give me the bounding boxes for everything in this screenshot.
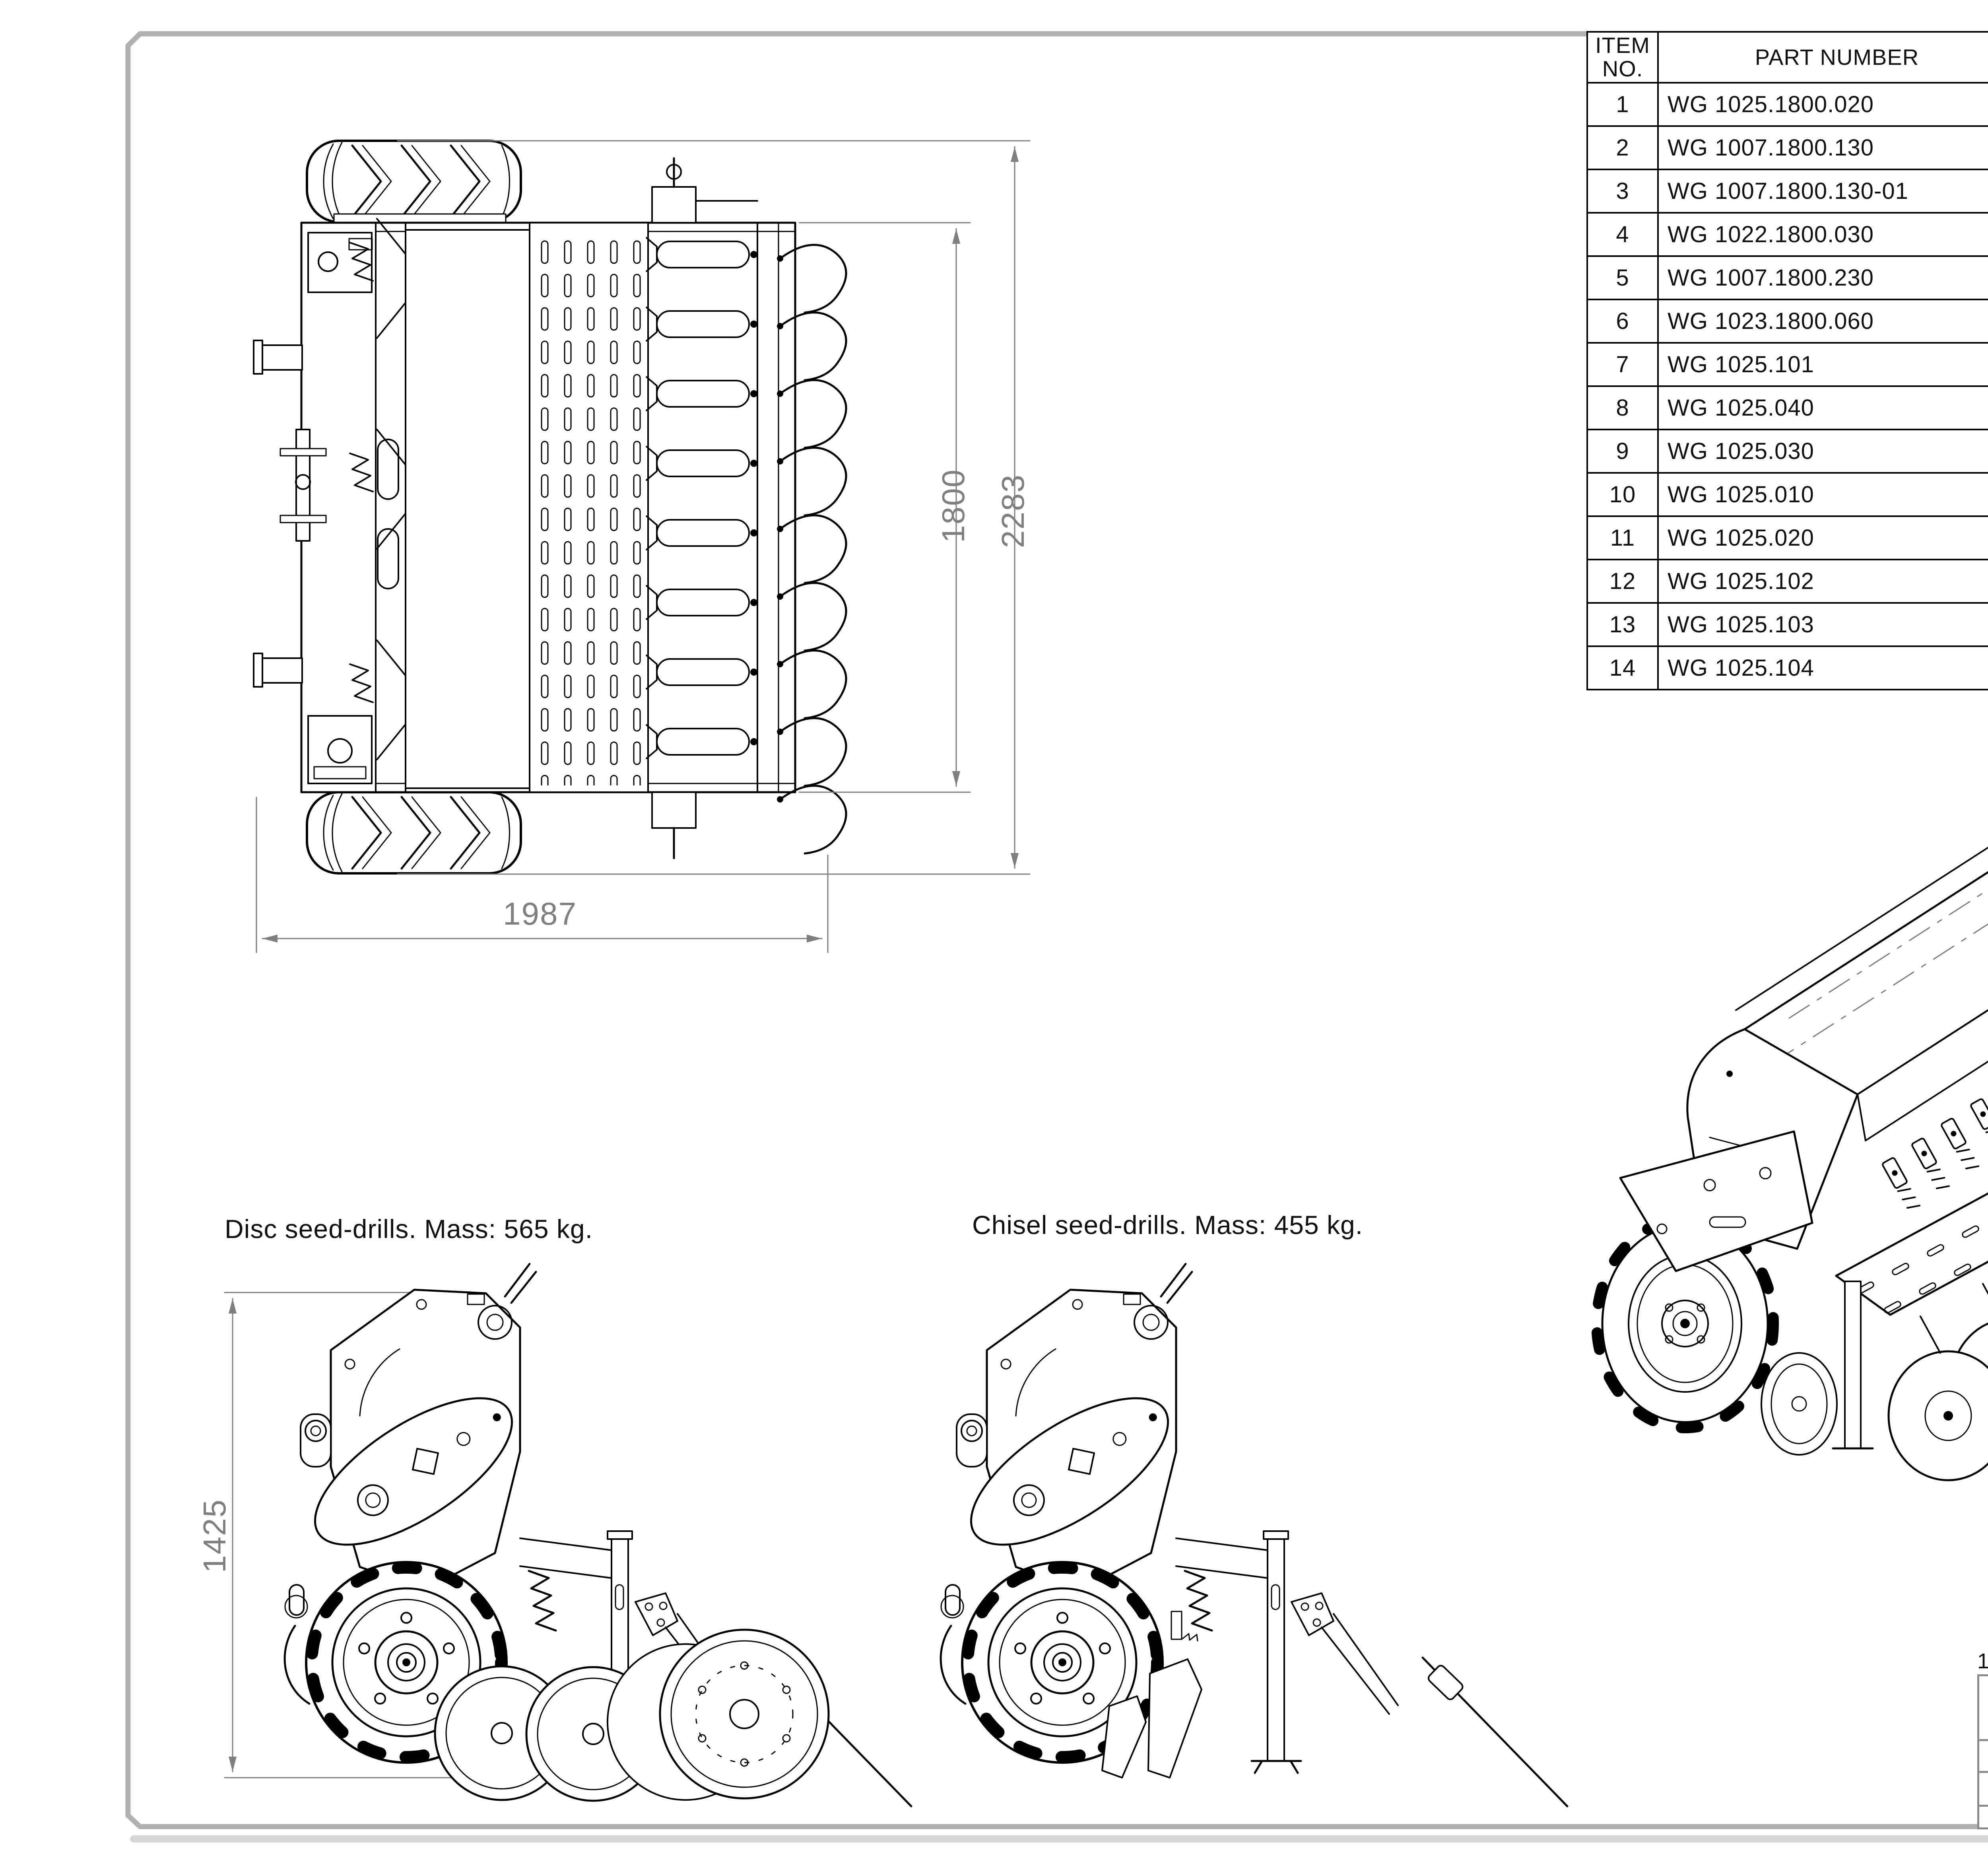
top-view-drawing xyxy=(253,141,846,873)
cell-part: WG 1025.010 xyxy=(1657,472,1988,517)
cell-part: WG 1023.1800.060 xyxy=(1657,299,1988,344)
disc-view-label: Disc seed-drills. Mass: 565 kg. xyxy=(225,1214,593,1244)
table-row: 6WG 1023.1800.060Board1 xyxy=(1586,299,1988,344)
cell-item: 14 xyxy=(1586,645,1659,690)
cell-item: 1 xyxy=(1586,82,1659,127)
cell-part: WG 1007.1800.130 xyxy=(1657,125,1988,170)
cell-part: WG 1025.103 xyxy=(1657,602,1988,647)
cell-part: WG 1025.020 xyxy=(1657,515,1988,560)
cell-item: 4 xyxy=(1586,212,1659,257)
cell-item: 8 xyxy=(1586,385,1659,430)
cell-item: 2 xyxy=(1586,125,1659,170)
header-item-no: ITEM NO. xyxy=(1586,31,1659,84)
cell-item: 10 xyxy=(1586,472,1659,517)
cell-item: 6 xyxy=(1586,299,1659,344)
table-row: 7WG 1025.101Chain L = 1450 mm1 xyxy=(1586,342,1988,387)
scale-cell: Scale: 1:20 xyxy=(1977,1805,1988,1829)
table-row: 9WG 1025.030Left protector1 xyxy=(1586,429,1988,474)
hopper-lid-top-view xyxy=(405,229,530,789)
chisel-view-label: Chisel seed-drills. Mass: 455 kg. xyxy=(972,1210,1363,1240)
cell-item: 7 xyxy=(1586,342,1659,387)
cell-item: 12 xyxy=(1586,559,1659,604)
dim-sowing-width-1800: 1800 xyxy=(936,469,971,543)
cell-item: 11 xyxy=(1586,515,1659,560)
isometric-view-drawing xyxy=(1591,846,1988,1481)
material-cell: Material: xyxy=(1977,1771,1988,1807)
table-row: 4WG 1022.1800.030Cover1 xyxy=(1586,212,1988,257)
cell-part: WG 1025.1800.020 xyxy=(1657,82,1988,127)
cell-part: WG 1025.104 xyxy=(1657,645,1988,690)
mass-cell: Mass: 561722.53, g. xyxy=(1977,1739,1988,1773)
title-block: Work Gadget WG 1025.1800.000 Mass: 56172… xyxy=(1977,1674,1988,1829)
cell-item: 9 xyxy=(1586,429,1659,474)
dim-height-1425: 1425 xyxy=(197,1499,232,1573)
cell-item: 5 xyxy=(1586,255,1659,300)
cell-part: WG 1022.1800.030 xyxy=(1657,212,1988,257)
cell-item: 13 xyxy=(1586,602,1659,647)
cell-part: WG 1025.030 xyxy=(1657,429,1988,474)
parts-table: ITEM NO. PART NUMBER DESCRIPTION QTY. 1W… xyxy=(1586,31,1988,690)
cell-part: WG 1025.101 xyxy=(1657,342,1988,387)
company-cell: Work Gadget xyxy=(1977,1674,1988,1741)
table-row: 1WG 1025.1800.020Frame1 xyxy=(1586,82,1988,127)
iso-disc-row xyxy=(1887,1283,1988,1481)
top-view-tines xyxy=(777,245,846,853)
cell-part: WG 1007.1800.230 xyxy=(1657,255,1988,300)
header-part-number: PART NUMBER xyxy=(1657,31,1988,84)
cell-item: 3 xyxy=(1586,169,1659,214)
table-row: 3WG 1007.1800.130-01Sowing mechanism6 xyxy=(1586,169,1988,214)
parts-table-header-row: ITEM NO. PART NUMBER DESCRIPTION QTY. xyxy=(1586,31,1988,84)
disc-view-drawing xyxy=(285,1264,911,1806)
cell-part: WG 1025.102 xyxy=(1657,559,1988,604)
table-row: 8WG 1025.040Right protector1 xyxy=(1586,385,1988,430)
dimension-lines xyxy=(224,140,1031,1778)
table-row: 5WG 1007.1800.230Trail ripper2 xyxy=(1586,255,1988,300)
cell-part: WG 1025.040 xyxy=(1657,385,1988,430)
dim-total-width-2283: 2283 xyxy=(995,474,1031,548)
table-row: 2WG 1007.1800.130Sowing mechanism6 xyxy=(1586,125,1988,170)
depth-wheel xyxy=(659,1629,830,1800)
tolerance-note: 1. Possible dimensional deviations accor… xyxy=(1977,1649,1988,1673)
chisel-view-drawing xyxy=(941,1264,1567,1806)
sheet-border-frame xyxy=(125,31,1988,1843)
cell-part: WG 1007.1800.130-01 xyxy=(1657,169,1988,214)
dim-length-1987: 1987 xyxy=(503,896,577,931)
